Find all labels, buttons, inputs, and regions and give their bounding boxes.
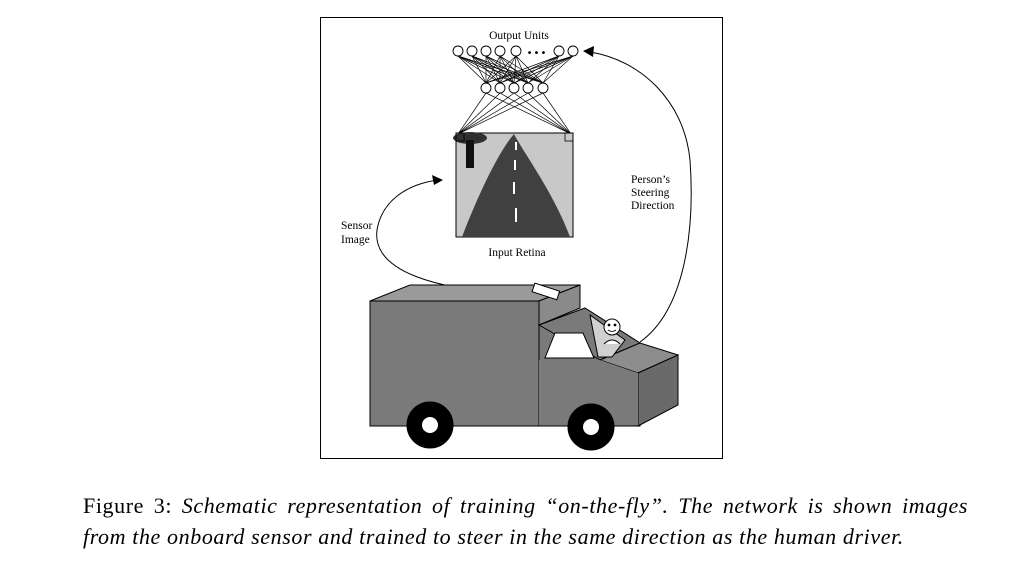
output-units-label: Output Units [489, 30, 549, 42]
hidden-unit-node [537, 82, 549, 94]
sensor-label-line1: Sensor [341, 220, 372, 232]
steering-label-line2: Steering [631, 187, 670, 199]
input-retina-label: Input Retina [488, 247, 545, 259]
caption-text: Schematic representation of training “on… [83, 493, 968, 549]
caption-figure-number: Figure 3: [83, 493, 173, 518]
output-unit-node [510, 45, 522, 57]
figure-caption: Figure 3: Schematic representation of tr… [83, 490, 968, 552]
steering-label-line3: Direction [631, 200, 675, 212]
output-unit-node [480, 45, 492, 57]
output-unit-node [567, 45, 579, 57]
figure-frame [320, 17, 723, 459]
output-ellipsis: ••• [527, 48, 548, 59]
sensor-arrowhead [432, 175, 443, 185]
output-unit-node [466, 45, 478, 57]
hidden-units-row [480, 82, 549, 94]
steering-direction-arrow [589, 51, 692, 343]
output-unit-node [452, 45, 464, 57]
hidden-unit-node [480, 82, 492, 94]
output-units-row [452, 45, 579, 57]
output-unit-node [494, 45, 506, 57]
hidden-unit-node [508, 82, 520, 94]
steering-label-line1: Person’s [631, 174, 671, 186]
truck [369, 282, 680, 451]
hidden-unit-node [522, 82, 534, 94]
hidden-unit-node [494, 82, 506, 94]
steering-arrowhead [583, 46, 594, 57]
sensor-label-line2: Image [341, 234, 370, 246]
network-connections [457, 55, 574, 135]
output-unit-node [553, 45, 565, 57]
input-retina-image [453, 132, 574, 238]
